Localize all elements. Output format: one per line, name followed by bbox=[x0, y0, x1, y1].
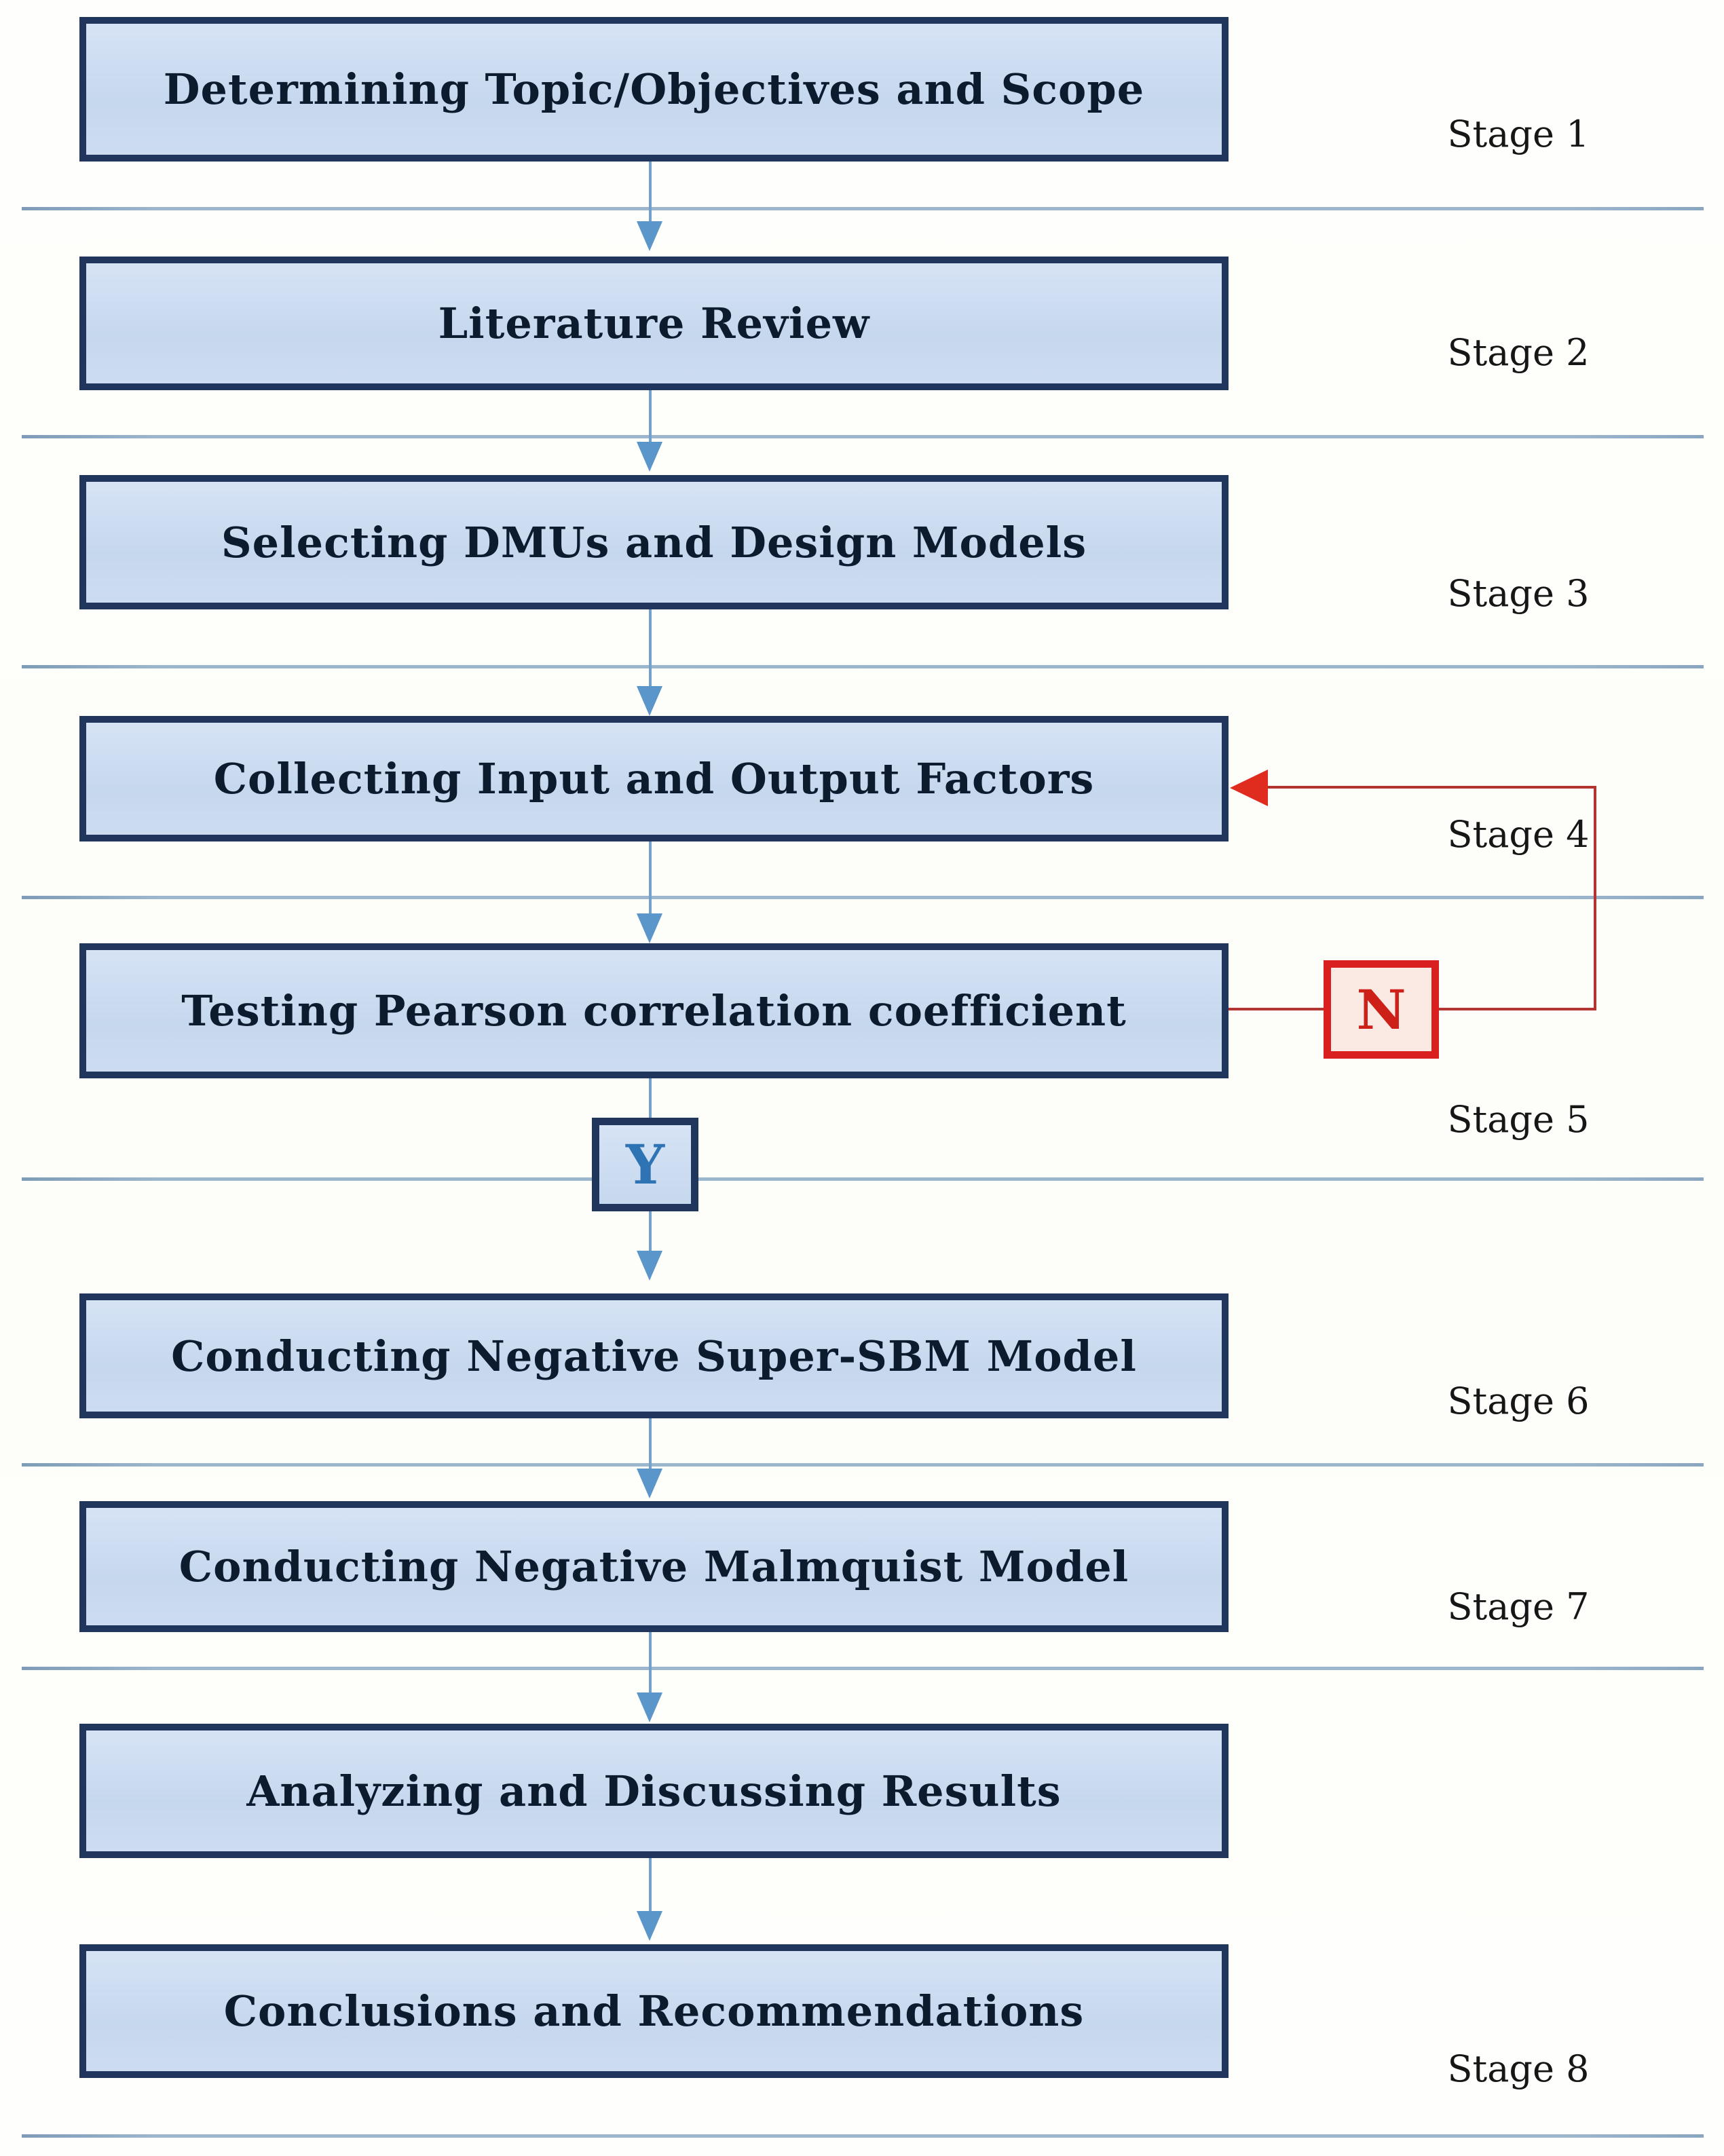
arrow-stem-7 bbox=[649, 1418, 652, 1470]
flow-box-determining-topic: Determining Topic/Objectives and Scope bbox=[79, 17, 1229, 162]
arrow-stem-8 bbox=[649, 1632, 652, 1695]
flow-box-label: Analyzing and Discussing Results bbox=[246, 1766, 1062, 1816]
arrow-down-icon-6 bbox=[637, 1469, 662, 1498]
arrow-stem-3 bbox=[649, 609, 652, 687]
arrow-down-icon-2 bbox=[637, 442, 662, 472]
arrow-down-icon-3 bbox=[637, 686, 662, 716]
stage-divider-5 bbox=[22, 1177, 1704, 1181]
stage-divider-1 bbox=[22, 207, 1704, 210]
stage-label-3: Stage 3 bbox=[1447, 572, 1590, 615]
flow-box-conclusions: Conclusions and Recommendations bbox=[79, 1944, 1229, 2078]
flow-box-literature-review: Literature Review bbox=[79, 257, 1229, 390]
stage-divider-8 bbox=[22, 2134, 1704, 2138]
stage-label-4: Stage 4 bbox=[1447, 813, 1590, 856]
decision-yes-box: Y bbox=[592, 1118, 698, 1211]
arrow-stem-2 bbox=[649, 390, 652, 443]
arrow-down-icon-5 bbox=[637, 1251, 662, 1281]
flow-box-testing-pearson: Testing Pearson correlation coefficient bbox=[79, 943, 1229, 1078]
flow-box-label: Selecting DMUs and Design Models bbox=[221, 517, 1087, 567]
flow-box-collecting-factors: Collecting Input and Output Factors bbox=[79, 716, 1229, 841]
arrow-stem-4 bbox=[649, 841, 652, 915]
arrow-down-icon-7 bbox=[637, 1692, 662, 1722]
stage-label-5: Stage 5 bbox=[1447, 1098, 1590, 1141]
flow-box-label: Determining Topic/Objectives and Scope bbox=[163, 64, 1145, 114]
stage-label-7: Stage 7 bbox=[1447, 1585, 1590, 1628]
stage-divider-7 bbox=[22, 1667, 1704, 1670]
arrow-down-icon-1 bbox=[637, 221, 662, 251]
flow-box-label: Conducting Negative Malmquist Model bbox=[179, 1542, 1129, 1591]
stage-label-2: Stage 2 bbox=[1447, 331, 1590, 374]
arrow-down-icon-8 bbox=[637, 1911, 662, 1941]
feedback-line-vertical bbox=[1594, 786, 1596, 1010]
flow-box-super-sbm: Conducting Negative Super-SBM Model bbox=[79, 1293, 1229, 1418]
stage-divider-6 bbox=[22, 1463, 1704, 1467]
arrow-stem-5 bbox=[649, 1078, 652, 1120]
flow-box-label: Conducting Negative Super-SBM Model bbox=[171, 1331, 1137, 1381]
flow-box-selecting-dmus: Selecting DMUs and Design Models bbox=[79, 475, 1229, 609]
flow-box-label: Testing Pearson correlation coefficient bbox=[181, 986, 1127, 1036]
stage-divider-2 bbox=[22, 435, 1704, 438]
flow-box-malmquist: Conducting Negative Malmquist Model bbox=[79, 1501, 1229, 1632]
arrow-stem-9 bbox=[649, 1858, 652, 1912]
stage-divider-4 bbox=[22, 896, 1704, 899]
decision-no-label: N bbox=[1356, 977, 1406, 1042]
feedback-line-from-box bbox=[1229, 1008, 1324, 1010]
arrow-down-icon-4 bbox=[637, 913, 662, 943]
feedback-line-top bbox=[1262, 786, 1596, 789]
stage-label-1: Stage 1 bbox=[1447, 113, 1590, 155]
stage-label-6: Stage 6 bbox=[1447, 1380, 1590, 1422]
decision-no-box: N bbox=[1324, 960, 1439, 1059]
flow-box-label: Literature Review bbox=[438, 299, 870, 348]
stage-divider-3 bbox=[22, 665, 1704, 668]
decision-yes-label: Y bbox=[625, 1133, 665, 1196]
arrow-stem-6 bbox=[649, 1211, 652, 1252]
flow-box-label: Collecting Input and Output Factors bbox=[213, 754, 1095, 803]
arrow-stem-1 bbox=[649, 162, 652, 223]
flow-box-analyzing-results: Analyzing and Discussing Results bbox=[79, 1724, 1229, 1858]
feedback-line-after-no bbox=[1439, 1008, 1596, 1010]
stage-label-8: Stage 8 bbox=[1447, 2047, 1590, 2090]
arrow-left-icon-feedback bbox=[1230, 770, 1268, 806]
flow-box-label: Conclusions and Recommendations bbox=[223, 1986, 1085, 2036]
